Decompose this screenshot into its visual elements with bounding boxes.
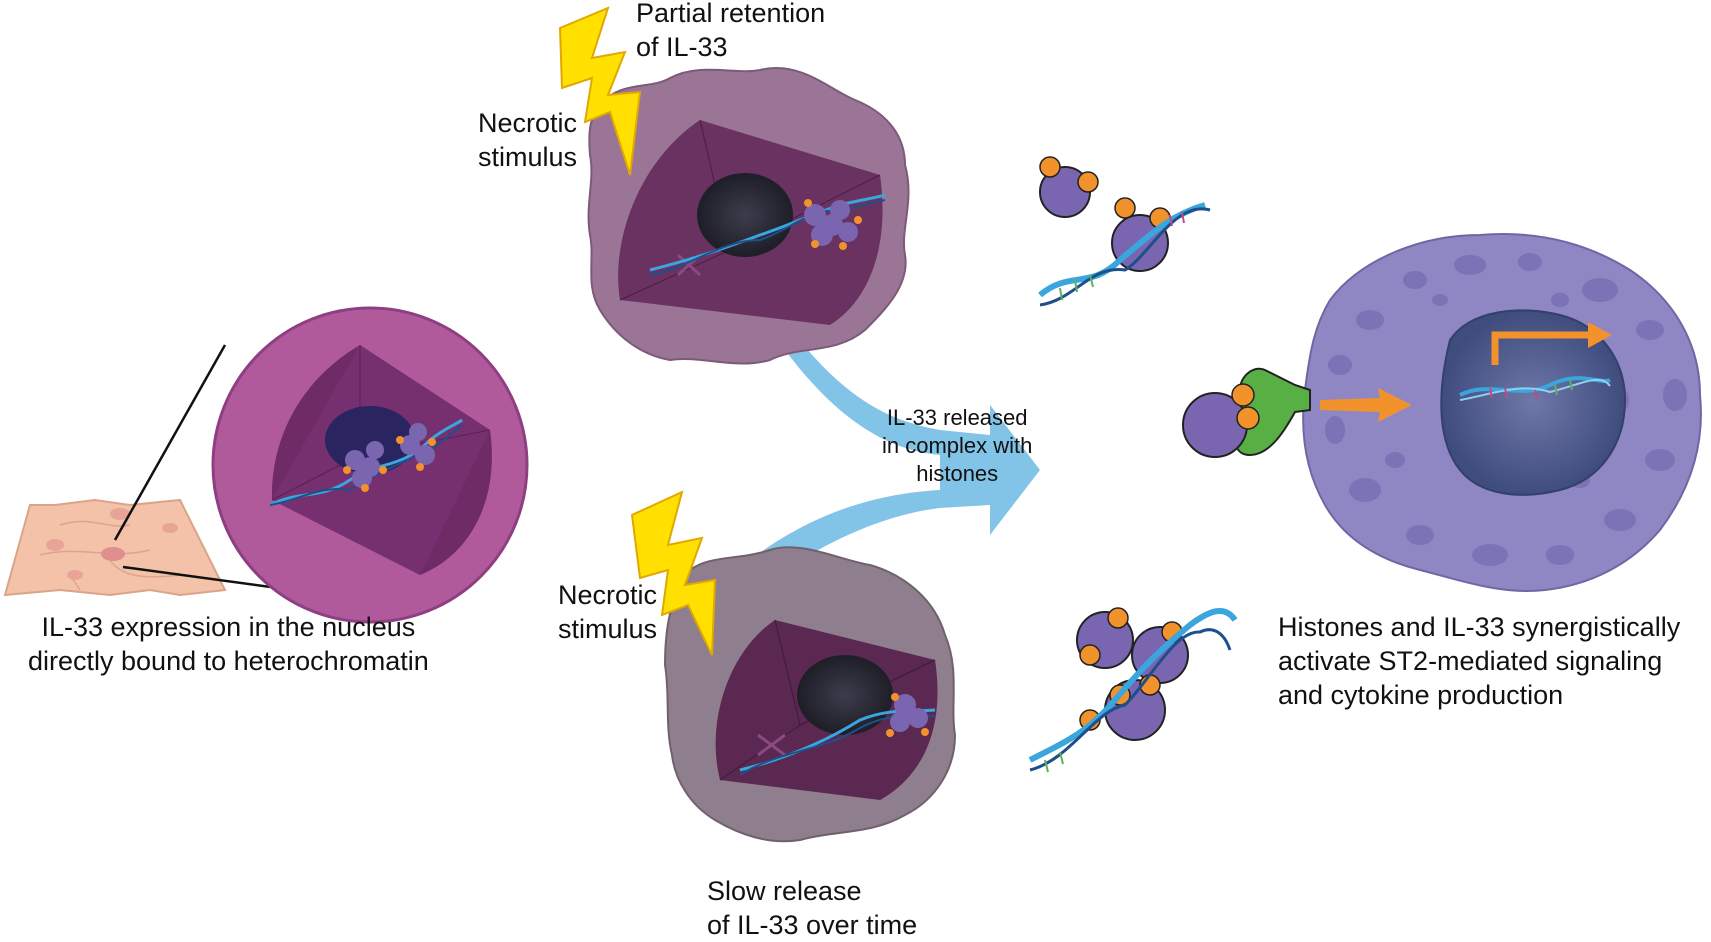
tissue-sheet xyxy=(3,498,227,597)
label-released-complex: IL-33 released in complex with histones xyxy=(882,405,1033,486)
healthy-cell-chromatin xyxy=(269,418,463,507)
label-necrotic-stimulus-top: Necrotic stimulus xyxy=(478,108,578,172)
lightning-icon xyxy=(630,490,717,656)
label-synergy: Histones and IL-33 synergistically activ… xyxy=(1278,612,1681,710)
lightning-icon xyxy=(558,6,642,176)
signal-arrow xyxy=(1320,388,1412,422)
target-cell xyxy=(1302,233,1702,592)
label-il33-expression: IL-33 expression in the nucleus directly… xyxy=(28,612,429,676)
label-slow-release: Slow release of IL-33 over time xyxy=(707,876,918,940)
release-arrow xyxy=(750,335,1040,580)
necrotic-cell-bottom xyxy=(663,546,957,843)
released-complex-bottom xyxy=(1028,607,1238,773)
label-partial-retention: Partial retention of IL-33 xyxy=(636,0,826,62)
released-complex-top xyxy=(1038,156,1211,307)
necrotic-cell-top xyxy=(587,67,910,365)
necrotic-top-chromatin xyxy=(649,193,886,276)
label-necrotic-stimulus-bottom: Necrotic stimulus xyxy=(558,580,658,644)
necrotic-bottom-chromatin xyxy=(739,693,936,776)
st2-receptor xyxy=(1182,367,1311,458)
zoom-line-upper xyxy=(113,344,227,541)
